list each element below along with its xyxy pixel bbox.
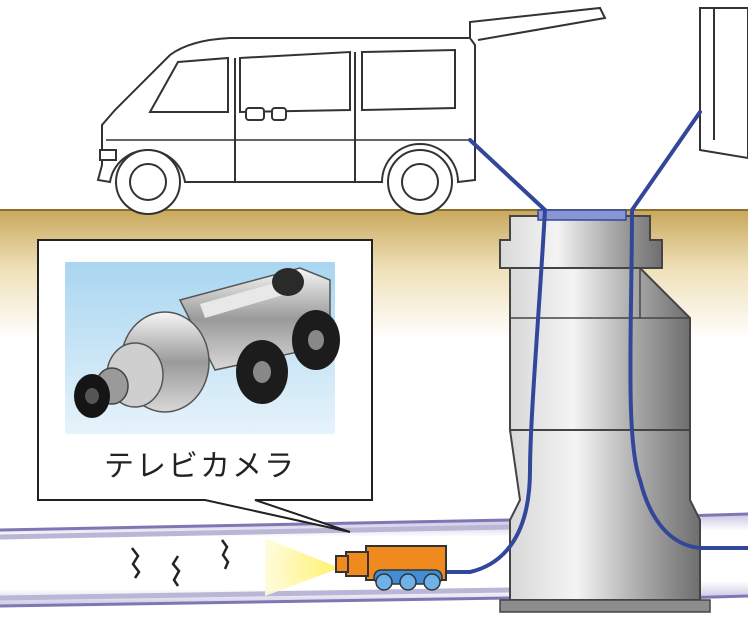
crack-icon	[131, 539, 230, 587]
inspection-cable	[438, 110, 748, 574]
camera-callout: テレビカメラ	[37, 239, 373, 533]
van-icon	[96, 6, 607, 215]
tv-camera-robot	[265, 538, 447, 596]
camera-robot-photo	[65, 262, 340, 434]
callout-label: テレビカメラ	[104, 449, 296, 484]
truck-box	[699, 7, 748, 160]
